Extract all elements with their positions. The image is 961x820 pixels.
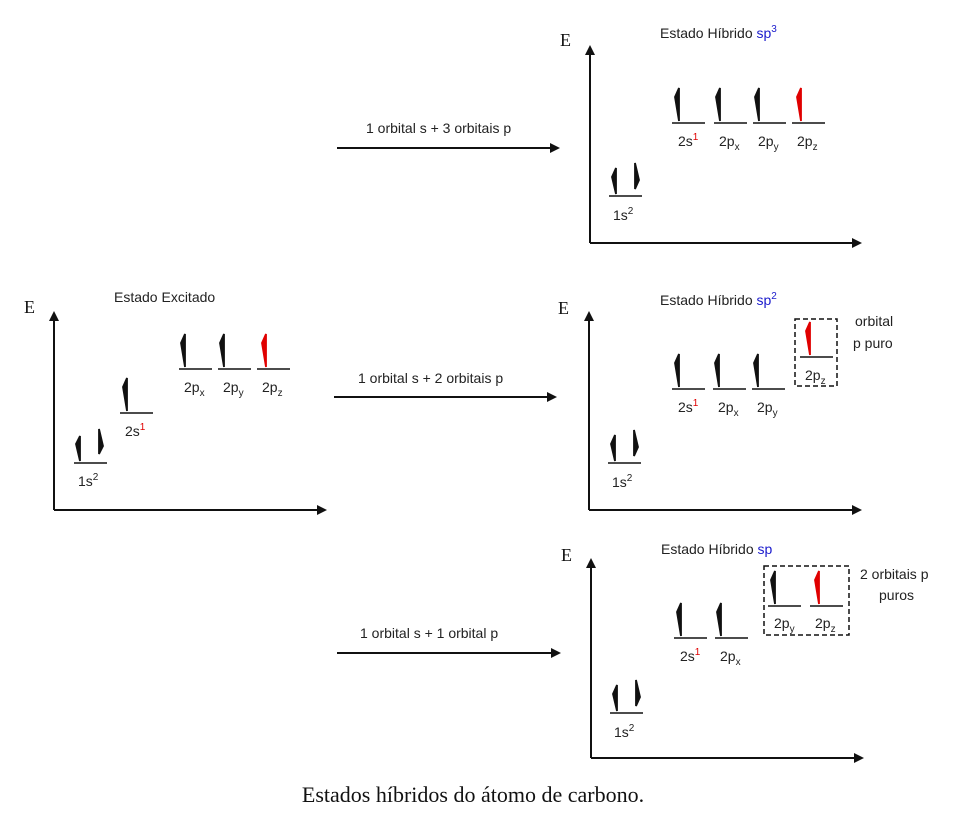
electron-up-arrow [770,570,776,605]
sp-title: Estado Híbrido sp [661,541,773,557]
pure-p-orbital-box: 2pz [794,318,838,387]
orbital-label-2s: 2s1 [678,132,699,149]
orbital-1s: 1s2 [610,679,643,740]
orbital-2pz: 2pz [792,87,825,153]
orbital-label-2s: 2s1 [680,647,701,664]
electron-up-arrow [610,434,616,462]
transition-label-sp2: 1 orbital s + 2 orbitais p [358,370,503,386]
orbital-2px: 2px [714,87,747,153]
pure-p-note-line2: puros [879,587,914,603]
electron-up-arrow [180,333,186,368]
orbital-1s: 1s2 [609,162,642,223]
orbital-2s: 2s1 [672,353,705,415]
pure-p-orbitals-box: 2py 2pz [763,565,850,636]
electron-up-arrow [674,353,680,388]
orbital-label-2pz: 2pz [805,367,826,387]
electron-down-arrow [634,162,640,190]
orbital-label-2px: 2px [718,399,739,419]
orbital-2py: 2py [753,87,786,153]
orbital-label-2pz: 2pz [262,379,283,399]
orbital-label-2pz: 2pz [815,615,836,635]
sp2-title: Estado Híbrido sp2 [660,291,777,308]
electron-up-arrow-red [796,87,802,122]
sp-state-diagram: E Estado Híbrido sp 1s2 2s1 2px 2py [561,541,929,763]
excited-state-diagram: E Estado Excitado 1s2 2s1 2px 2py [24,289,327,515]
orbital-label-2px: 2px [719,133,740,153]
pure-p-note-line2: p puro [853,335,893,351]
orbital-label-2px: 2px [184,379,205,399]
sp2-state-diagram: E Estado Híbrido sp2 1s2 2s1 2px 2py [558,291,893,515]
pure-p-note-line1: 2 orbitais p [860,566,929,582]
orbital-2s: 2s1 [674,602,707,664]
sp3-state-diagram: E Estado Híbrido sp3 1s2 2s1 2px 2py [560,24,862,248]
electron-up-arrow-red [261,333,267,368]
orbital-label-2py: 2py [223,379,244,399]
electron-up-arrow [715,87,721,122]
excited-state-title: Estado Excitado [114,289,215,305]
electron-up-arrow [754,87,760,122]
transition-label-sp: 1 orbital s + 1 orbital p [360,625,498,641]
orbital-2py: 2py [752,353,785,419]
orbital-1s: 1s2 [74,428,107,489]
orbital-2px: 2px [179,333,212,399]
orbital-label-2s: 2s1 [125,422,146,439]
pure-p-note-line1: orbital [855,313,893,329]
electron-up-arrow [674,87,680,122]
orbital-2px: 2px [715,602,748,668]
electron-down-arrow [98,428,104,455]
sp3-title: Estado Híbrido sp3 [660,24,777,41]
orbital-label-2py: 2py [774,615,795,635]
orbital-label-2py: 2py [758,133,779,153]
electron-down-arrow [635,679,641,707]
orbital-2s: 2s1 [120,377,153,439]
orbital-label-1s: 1s2 [614,723,635,740]
orbital-2s: 2s1 [672,87,705,149]
figure-caption: Estados híbridos do átomo de carbono. [302,782,644,807]
orbital-label-2s: 2s1 [678,398,699,415]
orbital-label-2py: 2py [757,399,778,419]
energy-axis-label: E [561,545,572,565]
energy-axis-label: E [24,297,35,317]
orbital-1s: 1s2 [608,429,641,490]
electron-down-arrow [633,429,639,457]
orbital-label-2pz: 2pz [797,133,818,153]
transition-sp2: 1 orbital s + 2 orbitais p [334,370,557,402]
electron-up-arrow-red [805,321,811,356]
electron-up-arrow [611,167,617,195]
electron-up-arrow [714,353,720,388]
energy-axis-label: E [560,30,571,50]
orbital-label-2px: 2px [720,648,741,668]
electron-up-arrow [753,353,759,388]
orbital-label-1s: 1s2 [78,472,99,489]
electron-up-arrow [219,333,225,368]
electron-up-arrow [75,435,81,462]
orbital-2pz: 2pz [257,333,290,399]
energy-axis-label: E [558,298,569,318]
transition-sp: 1 orbital s + 1 orbital p [337,625,561,658]
orbital-2py: 2py [218,333,251,399]
electron-up-arrow [122,377,128,412]
electron-up-arrow [612,684,618,712]
orbital-2px: 2px [713,353,746,419]
electron-up-arrow [676,602,682,637]
transition-sp3: 1 orbital s + 3 orbitais p [337,120,560,153]
electron-up-arrow [716,602,722,637]
orbital-label-1s: 1s2 [612,473,633,490]
electron-up-arrow-red [814,570,820,605]
orbital-label-1s: 1s2 [613,206,634,223]
transition-label-sp3: 1 orbital s + 3 orbitais p [366,120,511,136]
